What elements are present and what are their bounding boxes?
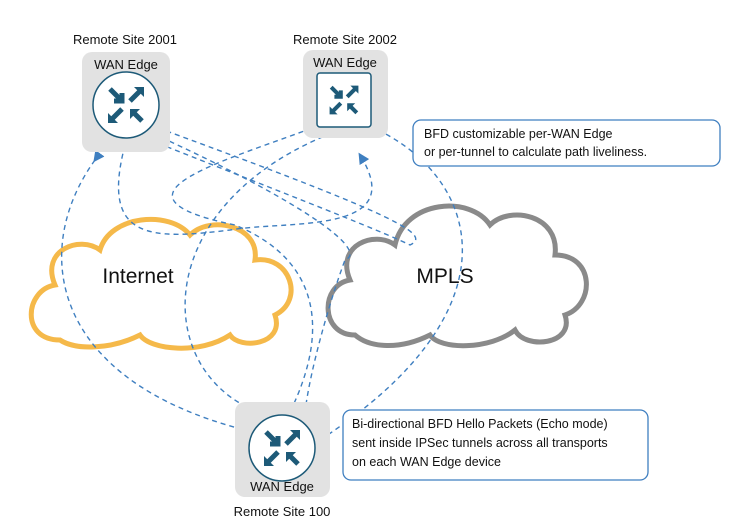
internet-label: Internet (102, 265, 173, 288)
router-circle-icon (92, 71, 160, 139)
mpls-label: MPLS (416, 265, 473, 288)
callout-1-line-2: or per-tunnel to calculate path liveline… (424, 145, 647, 159)
site-2002-device: WAN Edge (313, 55, 377, 70)
callout-bfd-customizable (412, 119, 721, 167)
callout-2-line-3: on each WAN Edge device (352, 455, 501, 469)
callout-bfd-hello (342, 409, 649, 481)
site-100-label: Remote Site 100 (234, 504, 331, 519)
router-square-icon (316, 72, 372, 128)
callout-2-line-1: Bi-directional BFD Hello Packets (Echo m… (352, 417, 608, 431)
site-100-device: WAN Edge (250, 479, 314, 494)
site-2001-device: WAN Edge (94, 57, 158, 72)
router-circle-icon (248, 414, 316, 482)
callout-1-line-1: BFD customizable per-WAN Edge (424, 127, 613, 141)
site-2002-label: Remote Site 2002 (293, 32, 397, 47)
callout-2-line-2: sent inside IPSec tunnels across all tra… (352, 436, 608, 450)
site-2001-label: Remote Site 2001 (73, 32, 177, 47)
